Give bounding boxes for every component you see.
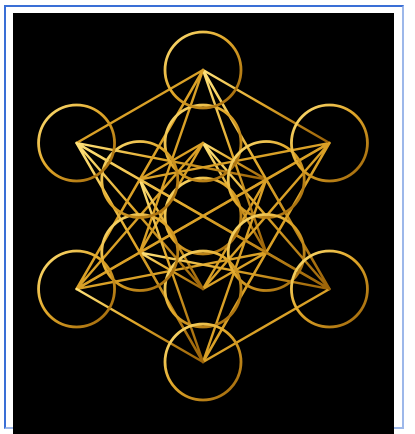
metatrons-cube-graphic [13, 13, 394, 434]
metatrons-cube-artwork [13, 13, 394, 434]
